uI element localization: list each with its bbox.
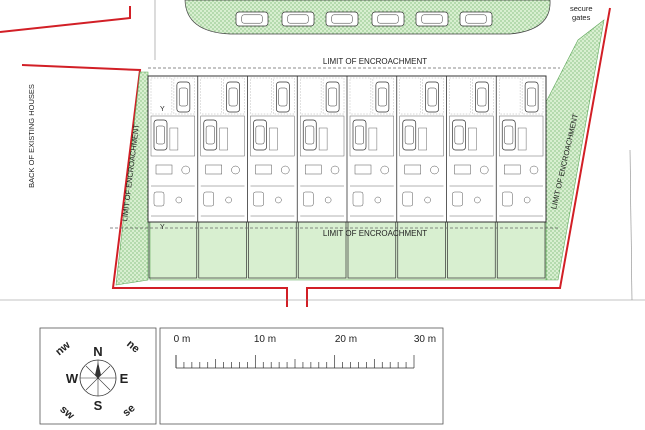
parked-car — [459, 11, 493, 27]
parked-car — [415, 11, 449, 27]
parked-car — [235, 11, 269, 27]
limit-label-top: LIMIT OF ENCROACHMENT — [323, 57, 427, 66]
compass-n: N — [93, 344, 102, 359]
housing-units — [150, 76, 544, 222]
garden-plot — [148, 221, 198, 279]
encroachment-lines — [110, 67, 560, 229]
parked-car — [425, 81, 439, 113]
plot-boundary-thin — [0, 0, 645, 301]
garden-plot — [447, 221, 496, 279]
housing-unit — [247, 76, 295, 222]
secure-gates-line1: secure — [570, 4, 593, 13]
compass-sw: sw — [57, 403, 76, 422]
scale-label-30: 30 m — [414, 334, 436, 345]
parked-car — [176, 81, 191, 113]
housing-unit — [495, 76, 544, 222]
parked-car — [153, 119, 168, 151]
housing-unit — [197, 76, 245, 222]
parked-car — [501, 119, 516, 151]
housing-unit — [446, 76, 494, 222]
parked-car — [524, 81, 539, 113]
housing-unit — [346, 76, 394, 222]
housing-unit — [150, 77, 195, 217]
parked-car — [452, 119, 466, 151]
scale-label-10: 10 m — [254, 334, 276, 345]
garden-plot — [297, 221, 347, 279]
section-marker-top: Y — [160, 106, 165, 113]
scale-ticks — [175, 355, 415, 368]
compass-w: W — [66, 371, 79, 386]
parked-car — [253, 119, 267, 151]
scale-label-0: 0 m — [174, 334, 191, 345]
top-car-row — [235, 11, 493, 27]
north-compass: N S E W ne nw se sw — [39, 327, 157, 425]
garden-plot — [496, 221, 546, 279]
parked-car — [325, 11, 359, 27]
scale-label-20: 20 m — [335, 334, 357, 345]
parked-car — [371, 11, 405, 27]
housing-unit — [296, 76, 345, 222]
compass-s: S — [94, 398, 103, 413]
parked-car — [352, 119, 367, 151]
existing-houses-label: BACK OF EXISTING HOUSES — [27, 84, 36, 188]
parked-car — [325, 81, 340, 113]
existing-car-park — [184, 0, 551, 35]
garden-plot — [198, 221, 247, 279]
housing-unit — [396, 76, 444, 222]
parked-car — [226, 81, 240, 113]
compass-ne: ne — [124, 338, 142, 355]
parked-car — [402, 119, 417, 151]
compass-nw: nw — [53, 339, 73, 358]
parked-car — [276, 81, 290, 113]
garden-plot — [248, 221, 297, 279]
parked-car — [203, 119, 218, 151]
garden-plot — [347, 221, 397, 279]
parked-car — [475, 81, 489, 113]
parked-car — [281, 11, 315, 27]
garden-plot — [397, 221, 446, 279]
parked-car — [375, 81, 390, 113]
compass-e: E — [120, 371, 129, 386]
scale-bar: 0 m 10 m 20 m 30 m — [159, 327, 444, 425]
secure-gates-line2: gates — [572, 13, 591, 22]
compass-se: se — [121, 402, 138, 419]
rear-gardens — [148, 221, 546, 279]
site-boundary — [0, 6, 611, 307]
terrace-block — [147, 75, 547, 223]
parked-car — [302, 119, 317, 151]
section-marker-bottom: Y — [160, 224, 165, 231]
limit-label-mid: LIMIT OF ENCROACHMENT — [323, 229, 427, 238]
